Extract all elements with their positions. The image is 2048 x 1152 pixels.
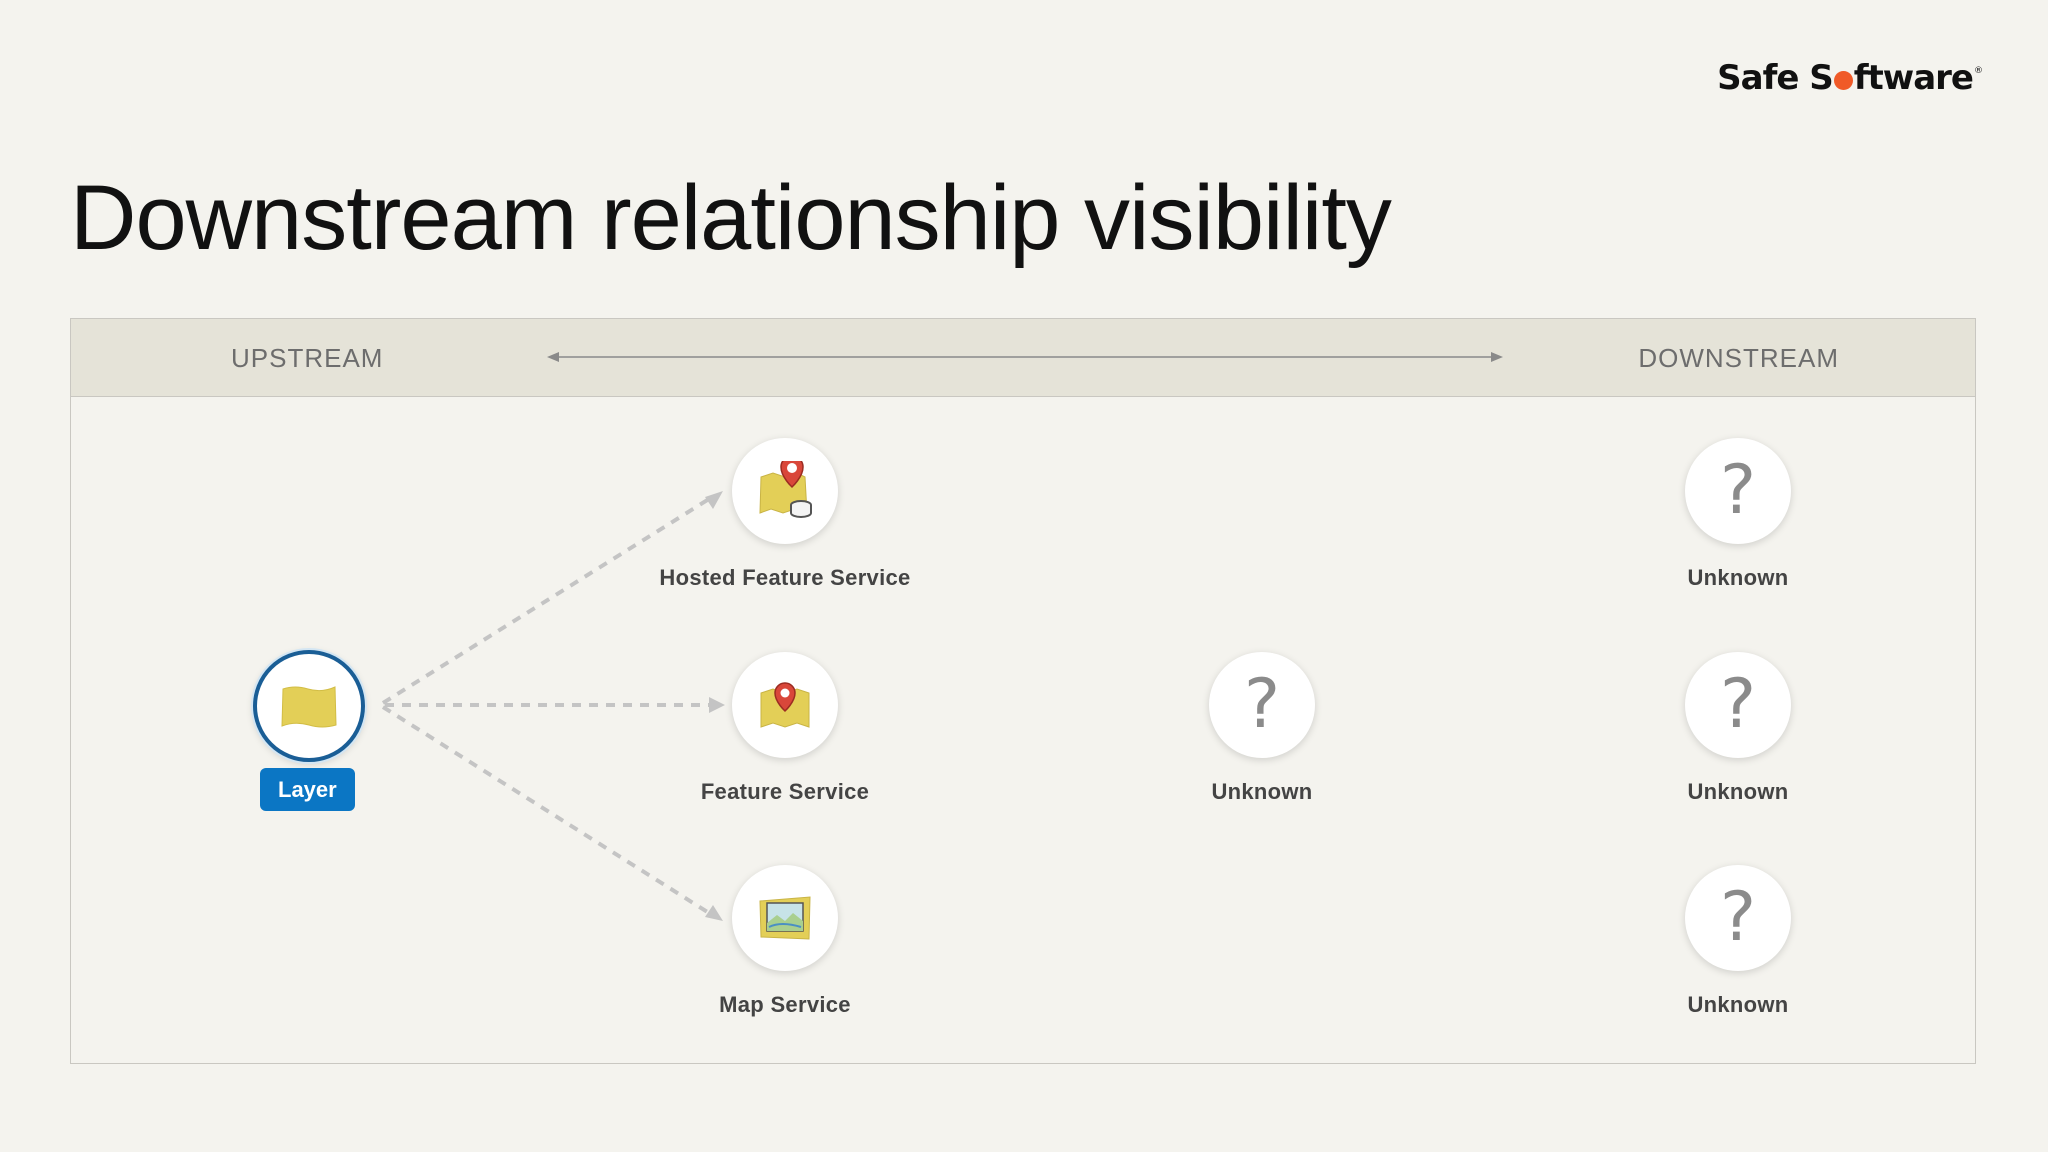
hosted-feature-service-icon bbox=[759, 461, 812, 518]
question-mark-icon: ? bbox=[1243, 665, 1281, 744]
map-service-node[interactable] bbox=[732, 865, 838, 971]
direction-header: UPSTREAM DOWNSTREAM bbox=[71, 319, 1975, 397]
unknown-node[interactable]: ? bbox=[1685, 652, 1791, 758]
question-mark-icon: ? bbox=[1719, 451, 1757, 530]
unknown-label: Unknown bbox=[1687, 779, 1789, 804]
unknown-node[interactable]: ? bbox=[1685, 865, 1791, 971]
layer-icon bbox=[281, 686, 337, 728]
feature-service-node[interactable] bbox=[732, 652, 838, 758]
connector-to-map bbox=[381, 705, 711, 915]
logo-dot-icon bbox=[1833, 71, 1853, 90]
arrowhead-hosted bbox=[705, 491, 723, 509]
unknown-label: Unknown bbox=[1687, 565, 1789, 590]
question-mark-icon: ? bbox=[1719, 665, 1757, 744]
downstream-label: DOWNSTREAM bbox=[1638, 343, 1839, 373]
question-mark-icon: ? bbox=[1719, 878, 1757, 957]
unknown-node[interactable]: ? bbox=[1685, 438, 1791, 544]
hosted-feature-service-label: Hosted Feature Service bbox=[659, 565, 911, 590]
layer-node[interactable] bbox=[253, 650, 365, 762]
map-service-label: Map Service bbox=[719, 992, 851, 1017]
page-title: Downstream relationship visibility bbox=[70, 167, 1392, 269]
hosted-feature-service-node[interactable] bbox=[732, 438, 838, 544]
arrowhead-feature bbox=[709, 697, 725, 713]
map-service-icon bbox=[759, 896, 811, 940]
unknown-node[interactable]: ? bbox=[1209, 652, 1315, 758]
unknown-label: Unknown bbox=[1211, 779, 1313, 804]
direction-arrow bbox=[547, 352, 1503, 362]
feature-service-icon bbox=[760, 682, 810, 728]
unknown-label: Unknown bbox=[1687, 992, 1789, 1017]
layer-badge[interactable]: Layer bbox=[260, 768, 355, 811]
relationship-diagram: UPSTREAM DOWNSTREAM Layer bbox=[70, 318, 1976, 1064]
connector-lines bbox=[381, 491, 725, 921]
arrowhead-map bbox=[705, 905, 723, 921]
upstream-label: UPSTREAM bbox=[231, 343, 384, 373]
feature-service-label: Feature Service bbox=[700, 779, 870, 804]
connector-to-hosted bbox=[381, 497, 711, 705]
